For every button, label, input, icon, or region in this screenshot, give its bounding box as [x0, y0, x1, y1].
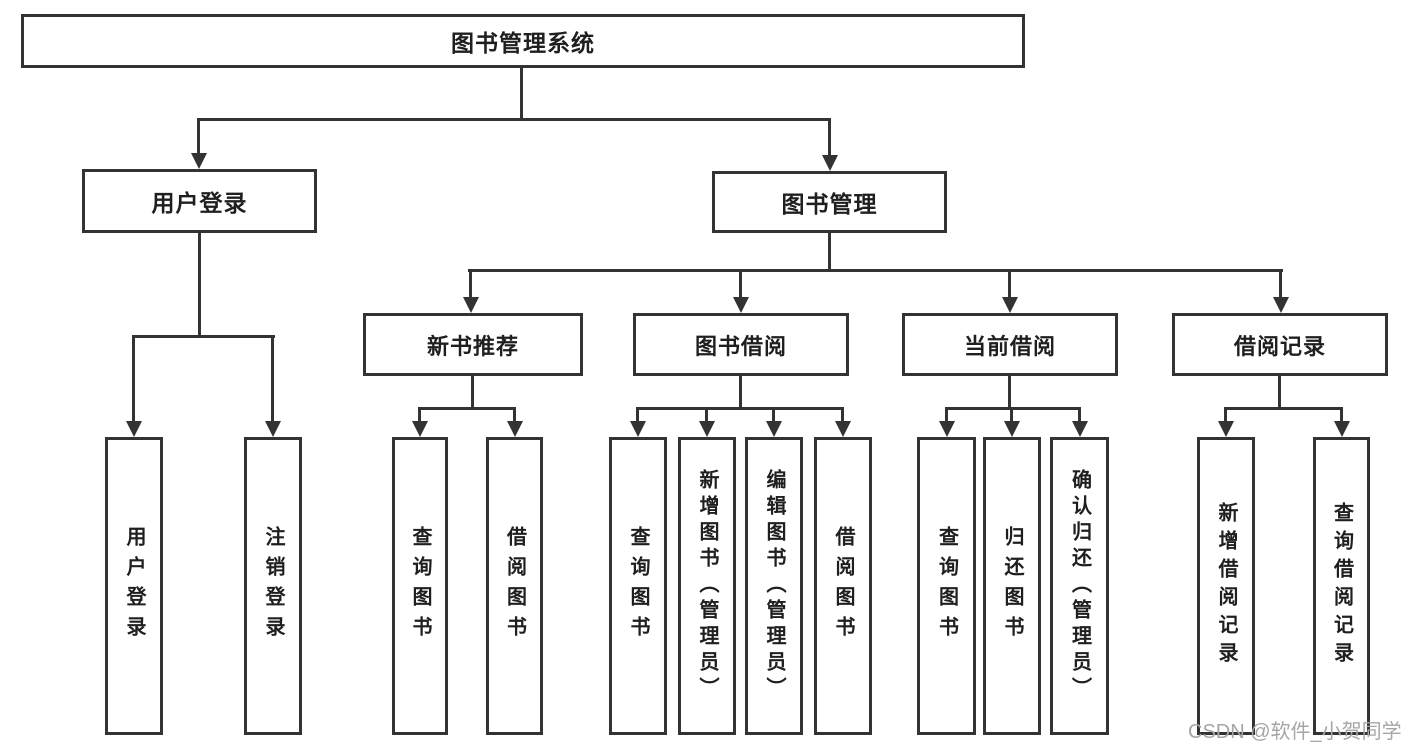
node-root-label: 图书管理系统 [451, 30, 595, 56]
node-query-book-3-label: 查询图书 [935, 526, 958, 646]
node-new-book-rec-label: 新书推荐 [426, 333, 519, 359]
node-logout-label: 注销登录 [262, 526, 284, 646]
node-borrow-book-2: 借阅图书 [814, 437, 872, 735]
node-current-borrow-label: 当前借阅 [963, 333, 1056, 359]
connector-borrowrecord-branch [1225, 407, 1343, 410]
connector-arrow-query-book-2 [636, 407, 639, 421]
connector-arrow-add-book [705, 407, 708, 421]
connector-arrow-query-book-3 [945, 407, 948, 421]
connector-arrow-current-borrow [1008, 269, 1011, 297]
node-confirm-return-label: 确认归还（管理员） [1068, 469, 1091, 703]
connector-arrow-borrow-book-2 [841, 407, 844, 421]
node-user-login-label: 用户登录 [151, 190, 248, 216]
node-confirm-return: 确认归还（管理员） [1050, 437, 1109, 735]
node-query-book-1-label: 查询图书 [409, 526, 431, 646]
connector-userlogin-stem [198, 233, 201, 338]
connector-arrow-book-borrow [739, 269, 742, 297]
connector-arrow-book-mgmt [828, 118, 831, 155]
connector-arrow-new-book-rec [469, 269, 472, 297]
node-add-borrow-record-label: 新增借阅记录 [1215, 502, 1237, 670]
node-current-borrow: 当前借阅 [902, 313, 1118, 376]
connector-arrow-user-login [197, 118, 200, 153]
node-book-borrow: 图书借阅 [633, 313, 849, 376]
connector-arrow-user-login-leaf [132, 335, 135, 421]
connector-root-branch [198, 118, 831, 121]
node-borrow-record-label: 借阅记录 [1233, 333, 1326, 359]
node-borrow-book-2-label: 借阅图书 [832, 526, 854, 646]
connector-currentborrow-stem [1008, 376, 1011, 410]
node-add-book-label: 新增图书（管理员） [696, 469, 718, 703]
connector-bookborrow-stem [739, 376, 742, 410]
node-borrow-record: 借阅记录 [1172, 313, 1388, 376]
node-query-borrow-record-label: 查询借阅记录 [1330, 502, 1353, 670]
connector-borrowrecord-stem [1278, 376, 1281, 410]
connector-arrow-query-book-1 [418, 407, 421, 421]
node-return-book: 归还图书 [983, 437, 1041, 735]
connector-bookborrow-branch [636, 407, 844, 410]
node-add-borrow-record: 新增借阅记录 [1197, 437, 1255, 735]
connector-root-stem [520, 68, 523, 121]
connector-bookmgmt-stem [828, 233, 831, 272]
node-borrow-book-1: 借阅图书 [486, 437, 543, 735]
connector-bookmgmt-branch [468, 269, 1283, 272]
watermark: CSDN @软件_小贺同学 [1188, 721, 1402, 743]
connector-newbookrec-branch [419, 407, 516, 410]
node-user-login-leaf: 用户登录 [105, 437, 163, 735]
connector-arrow-query-borrow-record [1340, 407, 1343, 421]
connector-arrow-add-borrow-record [1224, 407, 1227, 421]
node-book-mgmt-label: 图书管理 [781, 191, 878, 217]
connector-arrow-borrow-book-1 [513, 407, 516, 421]
connector-arrow-return-book [1010, 407, 1013, 421]
node-user-login: 用户登录 [82, 169, 317, 233]
node-book-mgmt: 图书管理 [712, 171, 947, 233]
connector-arrow-borrow-record [1279, 269, 1282, 297]
connector-currentborrow-branch [945, 407, 1081, 410]
connector-newbookrec-stem [471, 376, 474, 410]
node-query-book-2-label: 查询图书 [627, 526, 649, 646]
node-logout: 注销登录 [244, 437, 302, 735]
node-book-borrow-label: 图书借阅 [694, 333, 787, 359]
node-return-book-label: 归还图书 [1001, 526, 1023, 646]
node-query-borrow-record: 查询借阅记录 [1313, 437, 1370, 735]
node-query-book-3: 查询图书 [917, 437, 976, 735]
connector-arrow-confirm-return [1078, 407, 1081, 421]
node-edit-book-label: 编辑图书（管理员） [763, 469, 785, 703]
node-add-book: 新增图书（管理员） [678, 437, 736, 735]
node-root: 图书管理系统 [21, 14, 1025, 68]
node-query-book-2: 查询图书 [609, 437, 667, 735]
node-user-login-leaf-label: 用户登录 [123, 526, 145, 646]
connector-userlogin-branch [132, 335, 275, 338]
connector-arrow-edit-book [772, 407, 775, 421]
node-query-book-1: 查询图书 [392, 437, 448, 735]
connector-arrow-logout [271, 335, 274, 421]
node-borrow-book-1-label: 借阅图书 [503, 526, 526, 646]
node-new-book-rec: 新书推荐 [363, 313, 583, 376]
node-edit-book: 编辑图书（管理员） [745, 437, 803, 735]
